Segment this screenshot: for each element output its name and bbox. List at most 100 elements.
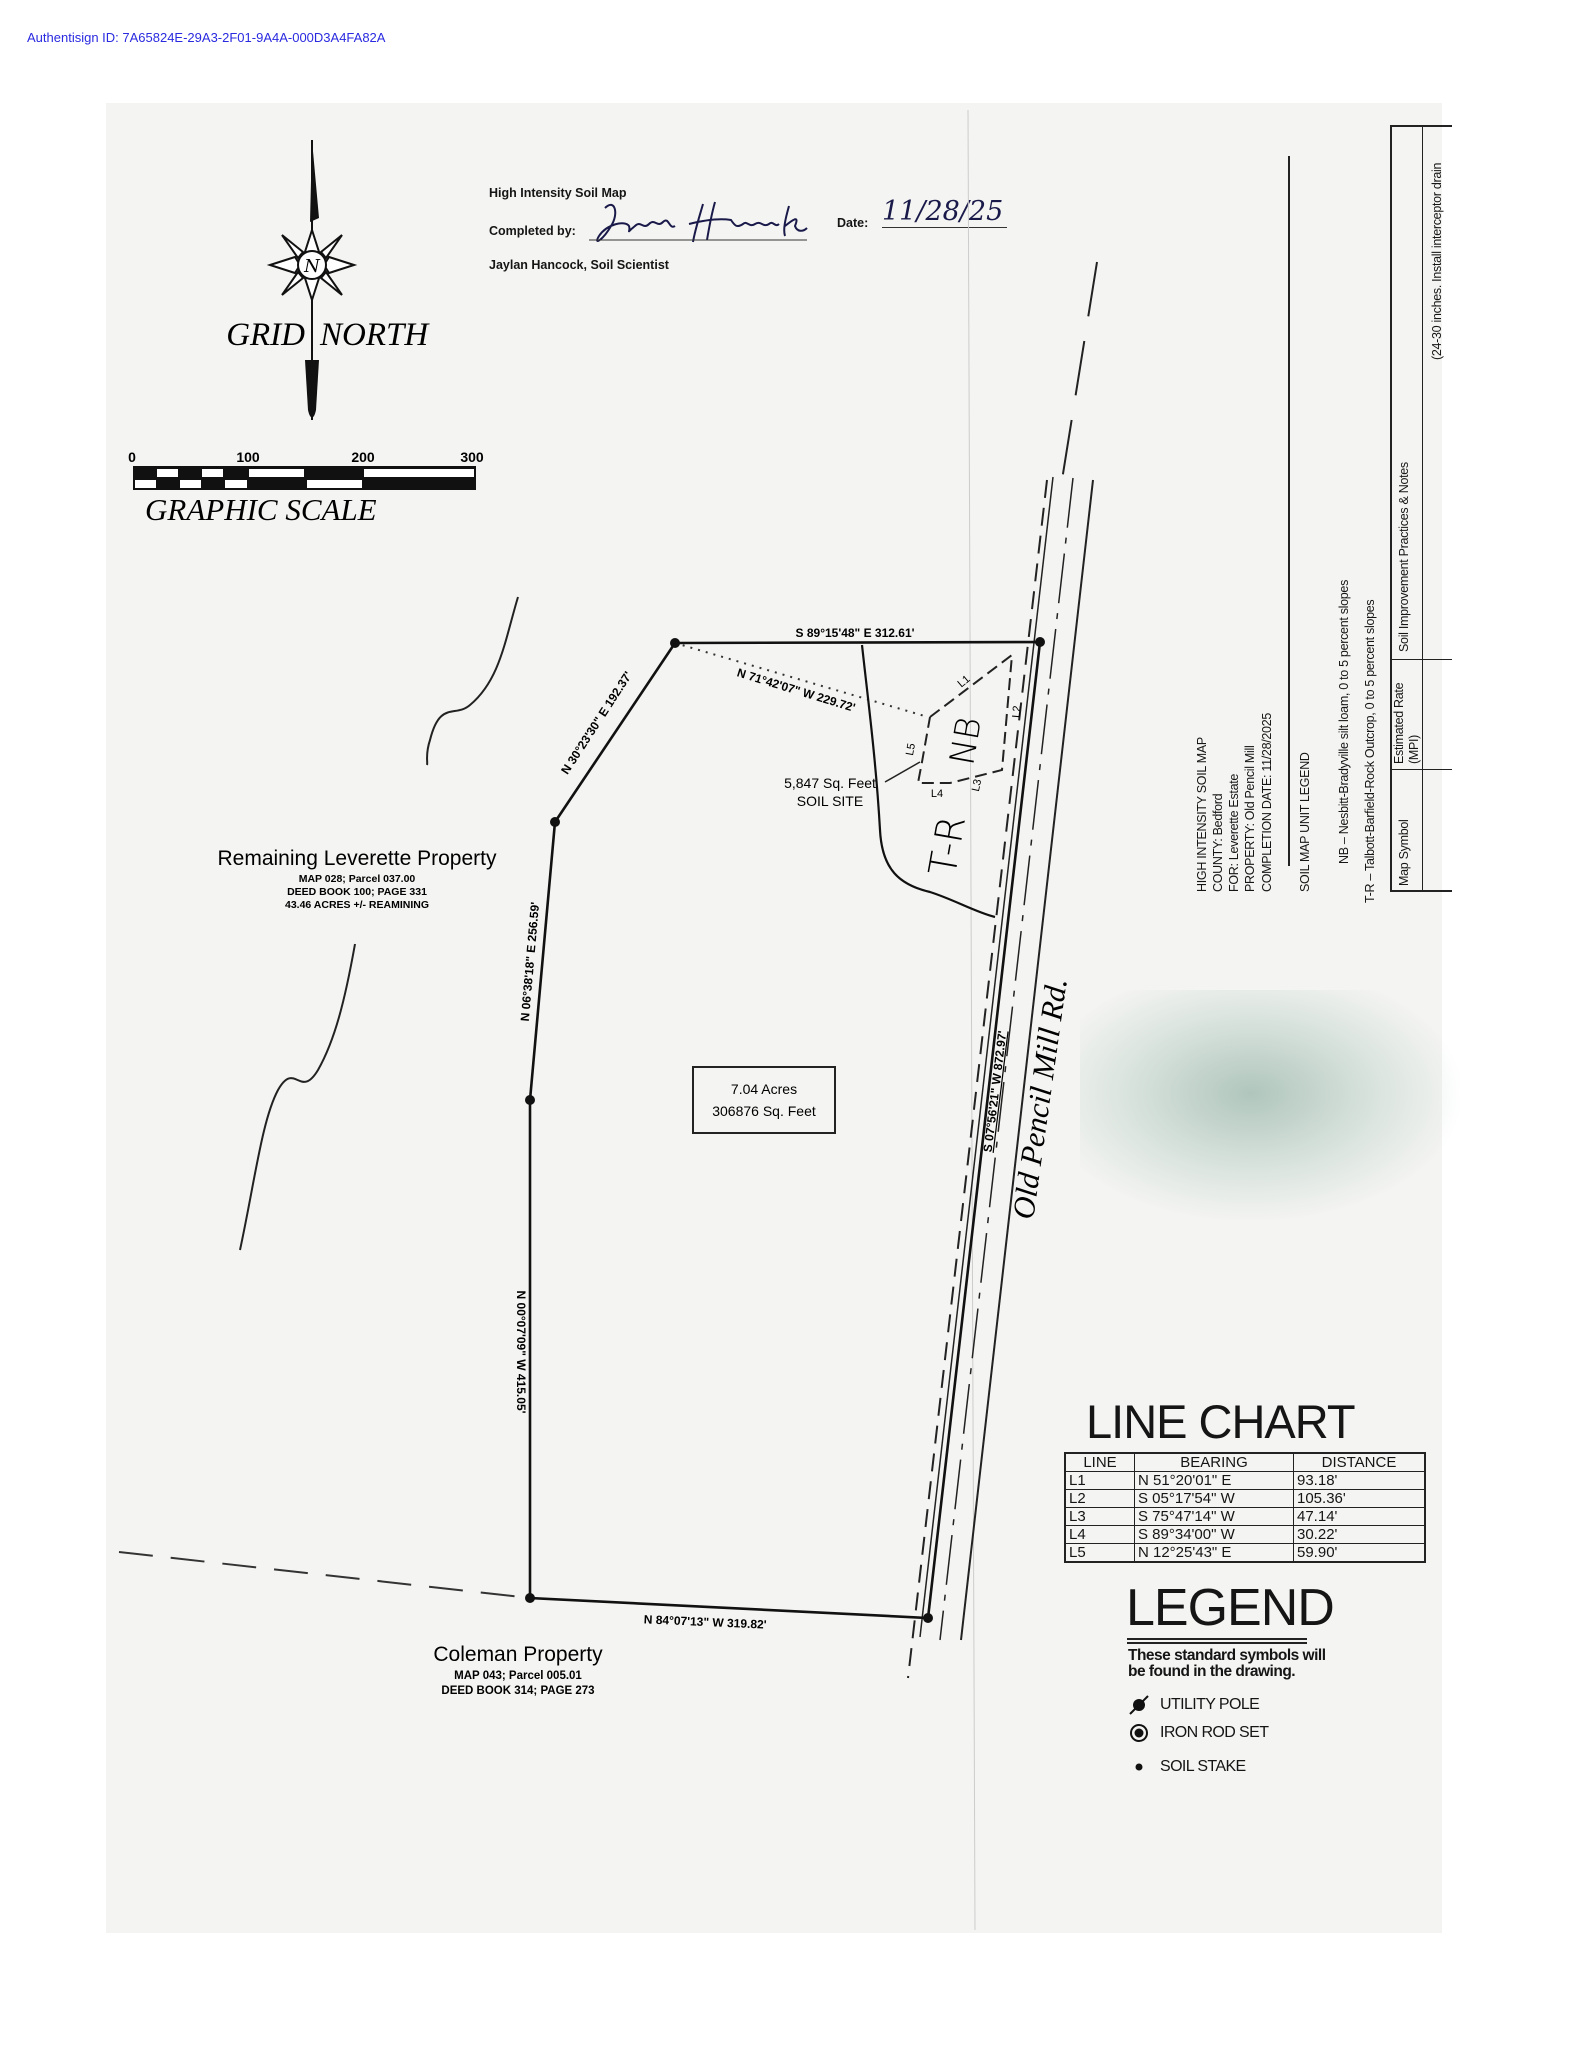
cell-bearing: S 89°34'00" W [1134, 1525, 1294, 1544]
scan-stain [1080, 990, 1460, 1220]
bearing-north: S 89°15'48" E 312.61' [796, 626, 915, 640]
panel-legend-heading: SOIL MAP UNIT LEGEND [1298, 752, 1312, 892]
soil-table: Map Symbol Estimated Rate (MPI) Soil Imp… [1390, 125, 1452, 892]
bearing-west-lower: N 00°07'09" W 415.05' [514, 1291, 528, 1414]
road-edge-east [960, 479, 1094, 1641]
legend-label: SOIL STAKE [1160, 1758, 1246, 1775]
road-name: Old Pencil Mill Rd. [1005, 976, 1073, 1221]
line-chart-title: LINE CHART [1086, 1395, 1356, 1448]
cell-line: L5 [1064, 1543, 1135, 1563]
soil-stake-icon [1135, 1763, 1143, 1771]
cell-bearing: N 12°25'43" E [1134, 1543, 1294, 1563]
neighbor-leverette-map: MAP 028; Parcel 037.00 [299, 873, 416, 885]
col-distance: DISTANCE [1293, 1452, 1426, 1472]
neighbor-leverette-name: Remaining Leverette Property [218, 847, 497, 870]
col-line: LINE [1064, 1452, 1135, 1472]
scale-tick: 300 [460, 449, 484, 465]
paper-fold [967, 109, 976, 1931]
north-label: NORTH [319, 317, 430, 353]
north-arrow: N GRID NORTH 0 100 200 300 GRAPHIC SCALE [128, 140, 484, 527]
legend-desc-line: These standard symbols will [1128, 1647, 1326, 1664]
legend-item-soil-stake: SOIL STAKE [1128, 1756, 1246, 1778]
segment-label-l5: L5 [904, 742, 918, 756]
cell-distance: 47.14' [1293, 1507, 1426, 1526]
bearing-east: S 07°56'21" W 872.97' [981, 1030, 1010, 1153]
graphic-scale-bar: 0 100 200 300 [128, 449, 484, 490]
utility-pole-icon [1129, 1695, 1149, 1715]
tie-line [674, 642, 929, 718]
table-header-map-symbol: Map Symbol [1397, 819, 1411, 886]
table-header-rate: Estimated Rate (MPI) [1392, 682, 1421, 764]
road-upper-dashed [1061, 261, 1098, 481]
cell-distance: 59.90' [1293, 1543, 1426, 1563]
compass-rose-icon: N [266, 140, 358, 420]
col-bearing: BEARING [1134, 1452, 1294, 1472]
soil-site-polygon [916, 652, 1014, 784]
legend-title: LEGEND [1126, 1579, 1335, 1637]
legend-item-iron-rod-set: IRON ROD SET [1128, 1722, 1269, 1744]
scale-tick: 200 [351, 449, 375, 465]
parcel-acres: 7.04 Acres [731, 1081, 797, 1097]
segment-label-l3: L3 [970, 778, 984, 792]
panel-title: HIGH INTENSITY SOIL MAP [1195, 737, 1209, 892]
soil-unit-nb-desc: NB – Nesbitt-Bradyville silt loam, 0 to … [1337, 579, 1351, 864]
authentisign-id: Authentisign ID: 7A65824E-29A3-2F01-9A4A… [27, 30, 386, 45]
bearing-south: N 84°07'13" W 319.82' [643, 1612, 767, 1631]
road-edge-west [919, 476, 1054, 1638]
parcel-sqft: 306876 Sq. Feet [712, 1103, 816, 1119]
signature [589, 201, 808, 243]
soil-unit-boundary [860, 644, 996, 919]
road-centerline [939, 477, 1074, 1641]
completed-by-label: Completed by: [489, 224, 576, 238]
panel-property: PROPERTY: Old Pencil Mill [1243, 745, 1257, 892]
date-label: Date: [837, 216, 869, 230]
scientist-name: Jaylan Hancock, Soil Scientist [489, 258, 669, 272]
cell-distance: 30.22' [1293, 1525, 1426, 1544]
cell-bearing: S 05°17'54" W [1134, 1489, 1294, 1508]
electric-line [907, 479, 1048, 1679]
scale-tick: 0 [128, 449, 136, 465]
cell-bearing: S 75°47'14" W [1134, 1507, 1294, 1526]
neighbor-leverette-deed: DEED BOOK 100; PAGE 331 [287, 886, 427, 898]
segment-label-l4: L4 [931, 788, 943, 800]
soil-site-leader [884, 761, 921, 783]
table-header-row: LINE BEARING DISTANCE [1064, 1452, 1426, 1472]
legend-label: IRON ROD SET [1160, 1724, 1269, 1741]
neighbor-leverette-acres: 43.46 ACRES +/- REAMINING [285, 899, 429, 911]
creek-line-lower [239, 943, 356, 1251]
bearing-tie-line: N 71°42'07" W 229.72' [735, 666, 857, 715]
coleman-line [118, 1551, 531, 1599]
panel-for: FOR: Leverette Estate [1227, 773, 1241, 892]
soil-map-unit-panel: HIGH INTENSITY SOIL MAP COUNTY: Bedford … [1180, 125, 1452, 905]
legend-label: UTILITY POLE [1160, 1696, 1260, 1713]
table-cell-partial: (24-30 inches. Install interceptor drain [1430, 162, 1444, 360]
neighbor-coleman-map: MAP 043; Parcel 005.01 [454, 1670, 582, 1682]
date-value: 11/28/25 [882, 196, 1007, 228]
cell-bearing: N 51°20'01" E [1134, 1471, 1294, 1490]
scale-tick: 100 [236, 449, 260, 465]
legend-desc-line: be found in the drawing. [1128, 1663, 1296, 1680]
panel-rule [1288, 156, 1290, 866]
panel-completion-date: COMPLETION DATE: 11/28/2025 [1260, 712, 1274, 892]
legend-rule [1127, 1638, 1307, 1644]
neighbor-coleman-deed: DEED BOOK 314; PAGE 273 [441, 1685, 594, 1697]
soil-site-label: SOIL SITE [797, 793, 863, 809]
neighbor-coleman-name: Coleman Property [433, 1643, 603, 1666]
iron-rod-markers [525, 637, 1045, 1623]
cell-line: L4 [1064, 1525, 1135, 1544]
cell-line: L3 [1064, 1507, 1135, 1526]
cell-distance: 93.18' [1293, 1471, 1426, 1490]
soil-unit-tr-desc: T-R – Talbott-Barfield-Rock Outcrop, 0 t… [1363, 599, 1377, 903]
creek-line-upper [426, 596, 519, 766]
legend-item-utility-pole: UTILITY POLE [1128, 1694, 1260, 1716]
cell-line: L2 [1064, 1489, 1135, 1508]
grid-label: GRID [226, 317, 305, 353]
cell-distance: 105.36' [1293, 1489, 1426, 1508]
segment-label-l2: L2 [1011, 705, 1024, 718]
legend-description: These standard symbols will be found in … [1128, 1648, 1326, 1680]
panel-county: COUNTY: Bedford [1211, 793, 1225, 892]
